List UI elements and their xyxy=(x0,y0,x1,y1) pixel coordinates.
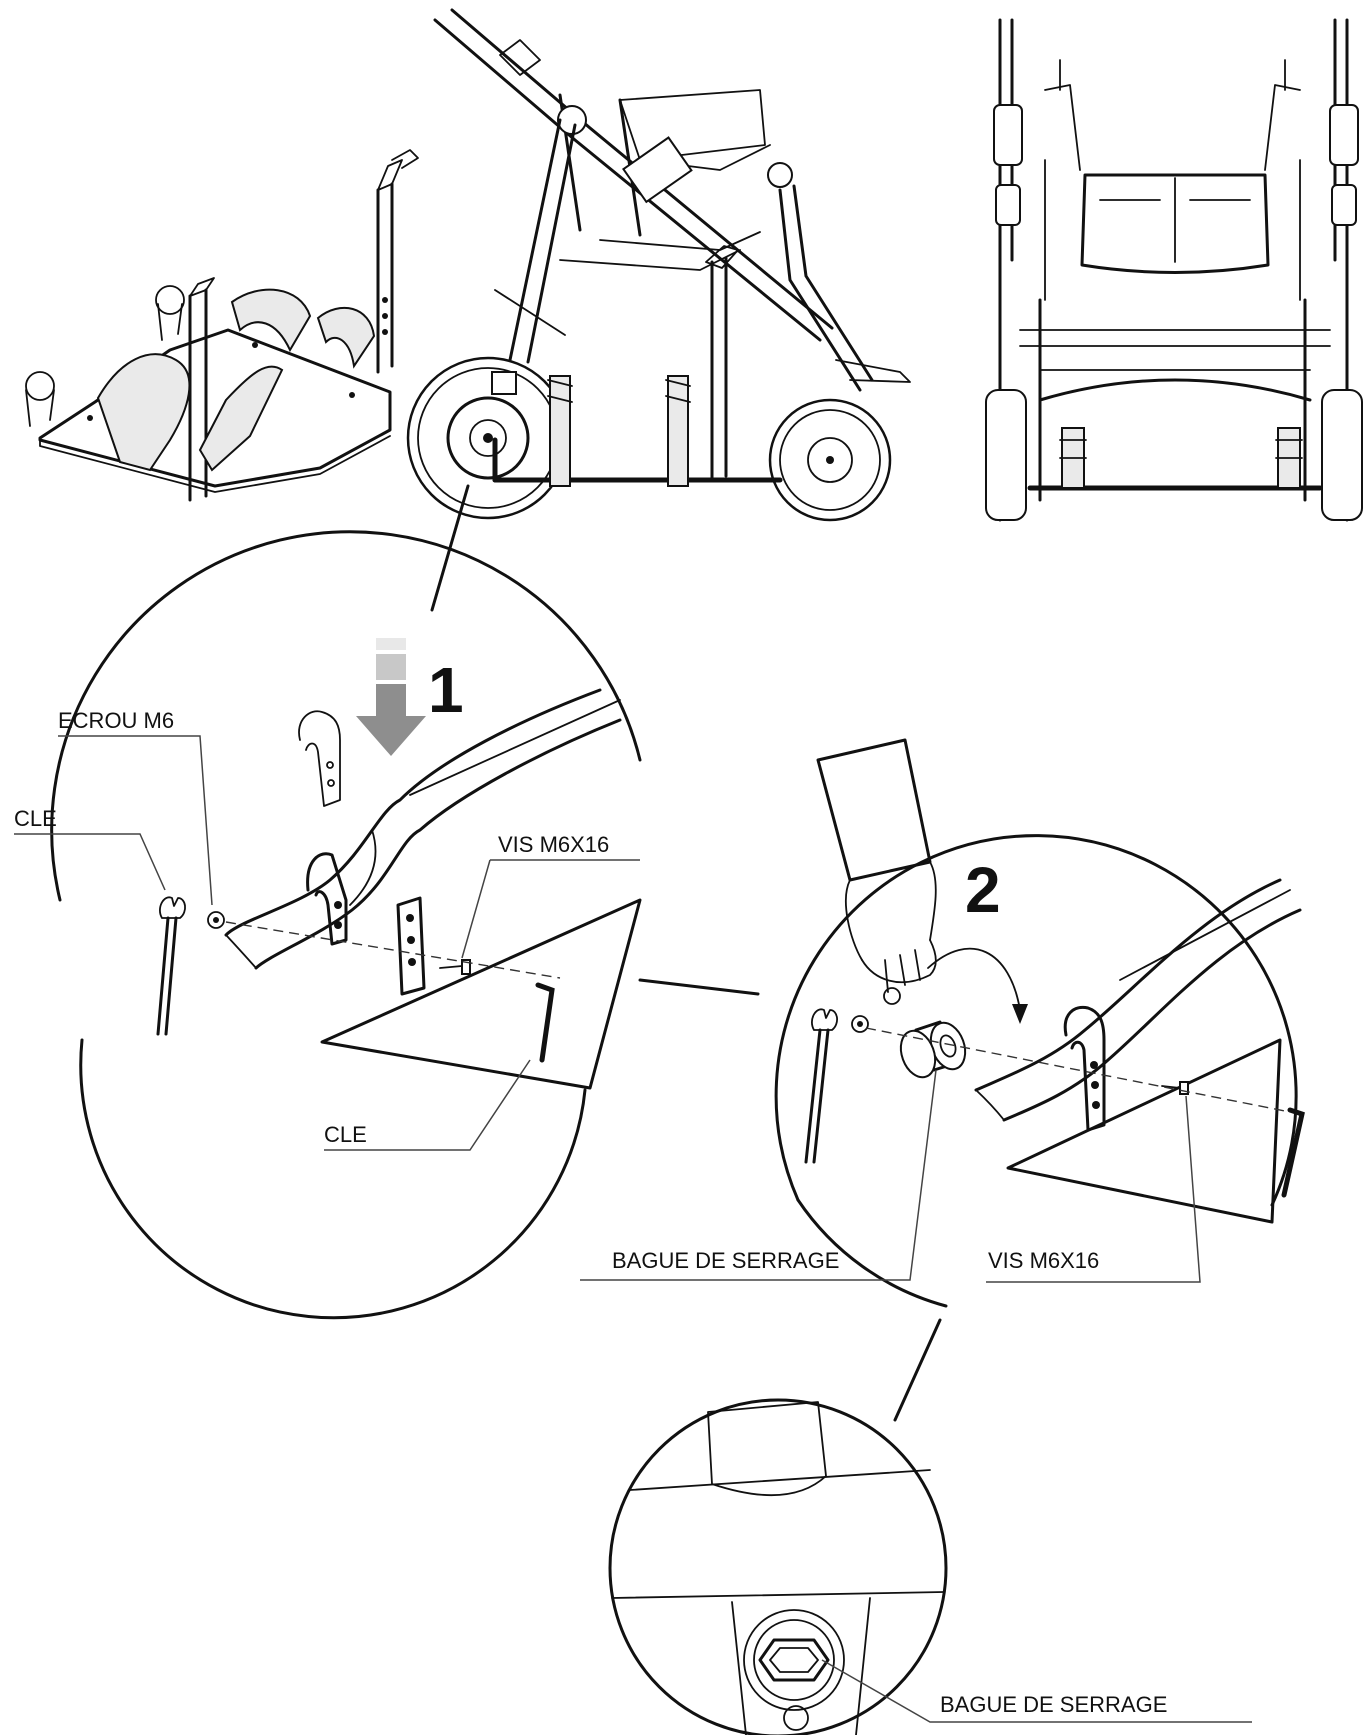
stroller-front-view-illustration xyxy=(985,18,1363,522)
step-1-number: 1 xyxy=(428,654,464,726)
label-cle-bottom: CLE xyxy=(324,1122,367,1147)
label-bague-bottom: BAGUE DE SERRAGE xyxy=(940,1692,1167,1717)
label-vis-left: VIS M6X16 xyxy=(498,832,609,857)
detail-circle-step-2: 2 xyxy=(774,738,1305,1308)
label-cle-top: CLE xyxy=(14,806,57,831)
label-ecrou-m6: ECROU M6 xyxy=(58,708,174,733)
step-2-number: 2 xyxy=(965,854,1001,926)
detail-circle-bottom xyxy=(608,1398,948,1735)
label-vis-right: VIS M6X16 xyxy=(988,1248,1099,1273)
label-bague-left: BAGUE DE SERRAGE xyxy=(612,1248,839,1273)
footrest-platform-illustration xyxy=(25,149,419,502)
connector-detail-2-to-detail-3 xyxy=(893,1318,942,1422)
stroller-side-view-illustration xyxy=(406,8,911,522)
detail-circle-step-1: 1 xyxy=(50,530,642,1320)
connector-detail-1-to-detail-2 xyxy=(638,978,760,996)
